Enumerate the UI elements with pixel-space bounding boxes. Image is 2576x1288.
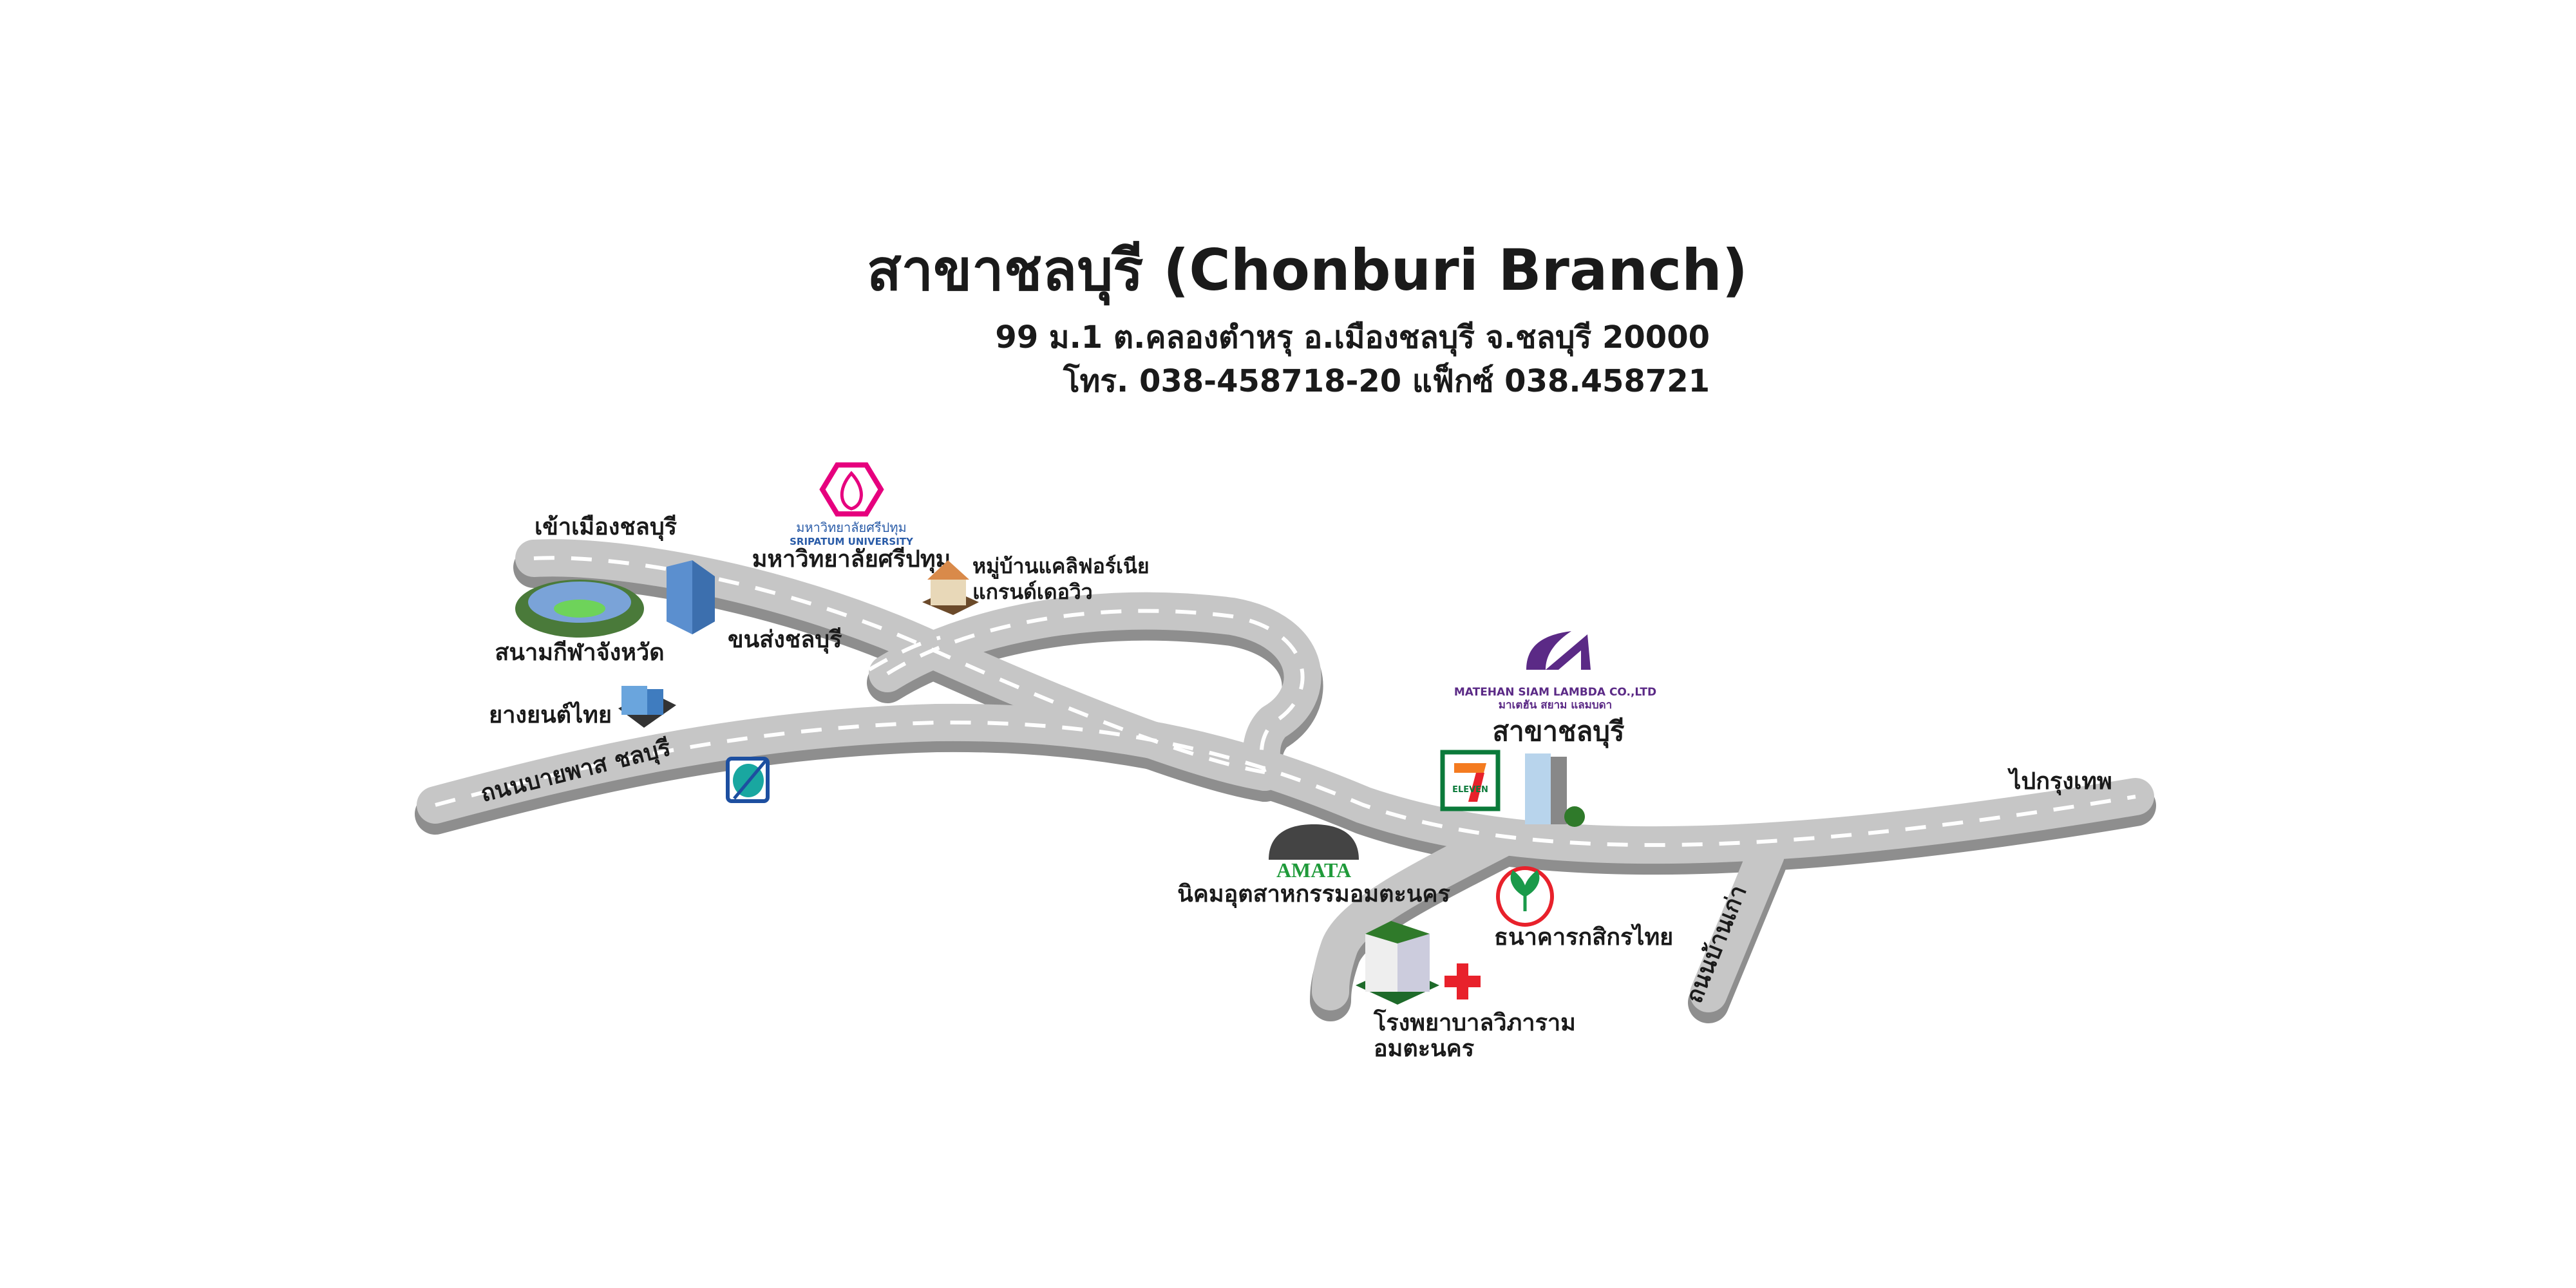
road-network <box>415 539 2156 1023</box>
label-university: มหาวิทยาลัยศรีปทุม <box>752 546 951 574</box>
university-logo-thai: มหาวิทยาลัยศรีปทุม <box>796 520 906 536</box>
road-hospital <box>1312 819 1522 1010</box>
label-amata: นิคมอุตสาหกรรมอมตะนคร <box>1177 881 1450 909</box>
house-icon <box>922 560 979 615</box>
company-name-thai: มาเตฮัน สยาม แลมบดา <box>1499 699 1612 712</box>
label-hospital-line2: อมตะนคร <box>1374 1036 1475 1062</box>
label-hospital-line1: โรงพยาบาลวิภาราม <box>1373 1009 1576 1036</box>
label-tire-shop: ยางยนต์ไทย <box>489 701 612 728</box>
label-bank: ธนาคารกสิกรไทย <box>1494 923 1673 951</box>
kasikorn-bank-logo-icon <box>1496 866 1554 927</box>
label-village-line1: หมู่บ้านแคลิฟอร์เนีย <box>972 554 1150 580</box>
amata-logo-text: AMATA <box>1276 858 1351 882</box>
label-stadium: สนามกีฬาจังหวัด <box>495 639 664 666</box>
label-to-bangkok: ไปกรุงเทพ <box>2007 767 2112 796</box>
sripatum-university-logo-icon <box>819 462 884 516</box>
hospital-building-icon <box>1356 921 1439 1005</box>
road-old <box>1690 836 1785 1012</box>
company-logo-icon <box>1526 631 1591 670</box>
label-village-line2: แกรนด์เดอวิว <box>972 580 1093 604</box>
seven-eleven-logo-icon <box>1440 750 1501 811</box>
office-building-icon <box>667 560 715 634</box>
label-transport: ขนส่งชลบุรี <box>728 627 842 654</box>
company-building-icon <box>1525 753 1585 827</box>
contact-text: โทร. 038-458718-20 แฟ็กซ์ 038.458721 <box>1063 362 1710 399</box>
amata-logo-icon <box>1269 824 1359 860</box>
company-name-english: MATEHAN SIAM LAMBDA CO.,LTD <box>1454 686 1656 699</box>
red-cross-icon <box>1444 963 1481 999</box>
page-title: สาขาชลบุรี (Chonburi Branch) <box>867 237 1748 306</box>
bangchak-logo-icon <box>726 757 770 803</box>
stadium-icon <box>515 580 644 638</box>
label-to-city: เข้าเมืองชลบุรี <box>535 514 677 542</box>
address-text: 99 ม.1 ต.คลองตำหรุ อ.เมืองชลบุรี จ.ชลบุร… <box>995 319 1710 357</box>
seven-eleven-text: ELEVEN <box>1452 785 1488 795</box>
label-company-branch: สาขาชลบุรี <box>1493 715 1625 748</box>
university-logo-english: SRIPATUM UNIVERSITY <box>790 536 914 547</box>
tire-shop-building-icon <box>618 686 676 728</box>
